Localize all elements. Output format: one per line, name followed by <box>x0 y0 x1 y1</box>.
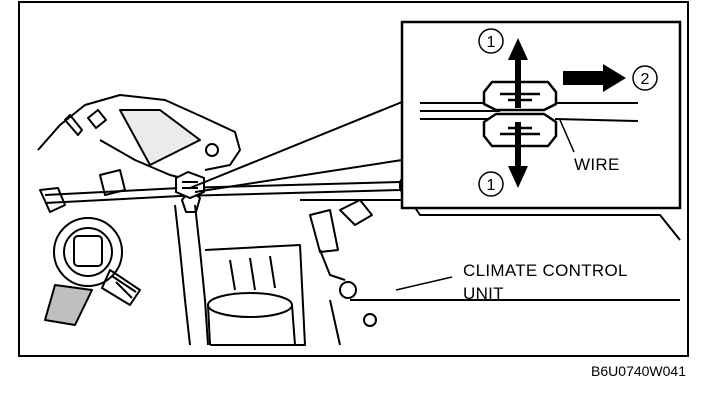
step-marker-1-top: 1 <box>478 28 504 54</box>
arrow-step-1-down <box>508 122 528 188</box>
svg-text:1: 1 <box>487 177 496 194</box>
callout-leader-lines <box>189 101 403 193</box>
callout-connector <box>482 80 558 148</box>
climate-control-unit-label-line2: UNIT <box>463 284 504 303</box>
svg-text:2: 2 <box>641 71 650 88</box>
step-marker-1-bottom: 1 <box>478 171 504 197</box>
figure-frame <box>18 1 689 357</box>
arrow-step-1-up <box>508 38 528 108</box>
climate-control-unit-leader <box>395 276 453 291</box>
svg-text:1: 1 <box>487 34 496 51</box>
detail-callout-box <box>400 20 682 210</box>
wire-label: WIRE <box>574 155 620 174</box>
climate-control-unit-label-line1: CLIMATE CONTROL <box>463 261 628 280</box>
arrow-step-2-right <box>563 64 626 92</box>
step-marker-2: 2 <box>632 65 658 91</box>
figure-code: B6U0740W041 <box>591 363 686 379</box>
wire-label-leader <box>559 119 575 153</box>
